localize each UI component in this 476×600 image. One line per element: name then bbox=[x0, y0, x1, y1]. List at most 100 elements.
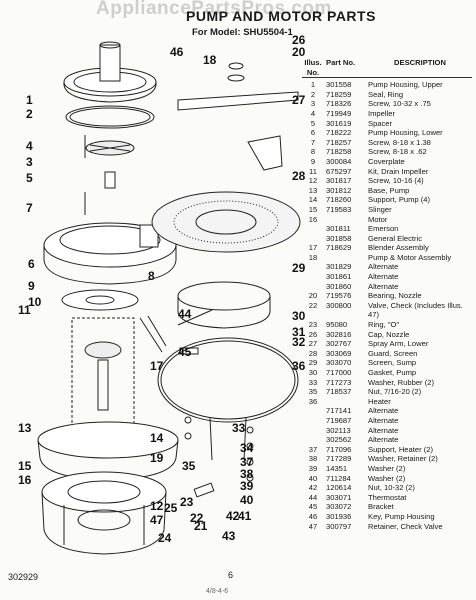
illus-no: 23 bbox=[308, 320, 318, 330]
callout-7: 7 bbox=[26, 201, 33, 215]
pump-housing-icon bbox=[63, 41, 157, 103]
callout-5: 5 bbox=[26, 171, 33, 185]
part-no: 718326 bbox=[326, 99, 352, 109]
part-description: Alternate bbox=[368, 435, 399, 445]
illus-no: 37 bbox=[308, 444, 318, 454]
part-no: 301860 bbox=[326, 281, 352, 291]
illus-no: 16 bbox=[308, 214, 318, 224]
callout-16: 16 bbox=[18, 473, 32, 487]
parts-row: 37 717096 Support, Heater (2) bbox=[302, 445, 472, 455]
part-description: Screen, Sump bbox=[368, 358, 417, 368]
part-no: 302816 bbox=[326, 329, 352, 339]
illus-header: Illus. No. bbox=[304, 58, 322, 77]
illus-no: 29 bbox=[308, 358, 318, 368]
part-no: 301619 bbox=[326, 118, 352, 128]
callout-3: 3 bbox=[26, 155, 33, 169]
part-description: Heater bbox=[368, 396, 391, 406]
part-description: Screw, 10-16 (4) bbox=[368, 176, 424, 186]
part-no: 718629 bbox=[326, 243, 352, 253]
callout-46: 46 bbox=[170, 45, 184, 59]
illus-no: 36 bbox=[308, 396, 318, 406]
part-description: Alternate bbox=[368, 415, 399, 425]
part-no: 718222 bbox=[326, 128, 352, 138]
parts-row: 301860 Alternate bbox=[302, 282, 472, 292]
part-no: 301558 bbox=[326, 80, 352, 90]
callout-41: 41 bbox=[238, 509, 252, 523]
footer-code: 4/8-4-6 bbox=[206, 588, 229, 595]
illus-no: 13 bbox=[308, 185, 318, 195]
part-description: Emerson bbox=[368, 224, 399, 234]
illus-no: 1 bbox=[310, 80, 316, 90]
part-no: 303070 bbox=[326, 358, 352, 368]
part-no: 717096 bbox=[326, 444, 352, 454]
part-description: Kit, Drain Impeller bbox=[368, 166, 429, 176]
callout-25: 25 bbox=[164, 501, 178, 515]
impeller-icon bbox=[85, 140, 135, 156]
part-description: Bearing, Nozzle bbox=[368, 291, 422, 301]
part-description: Gasket, Pump bbox=[368, 368, 417, 377]
callout-13: 13 bbox=[18, 421, 32, 435]
illus-no: 38 bbox=[308, 454, 318, 464]
callout-23: 23 bbox=[180, 495, 194, 509]
illus-no: 5 bbox=[310, 118, 316, 128]
part-description: Alternate bbox=[368, 281, 399, 291]
callout-35: 35 bbox=[182, 459, 196, 473]
part-header: Part No. bbox=[326, 58, 356, 67]
illus-no: 2 bbox=[310, 89, 316, 99]
callout-18: 18 bbox=[203, 53, 217, 67]
illus-no: 4 bbox=[310, 108, 316, 118]
part-description: Screw, 8-18 x .62 bbox=[368, 147, 427, 157]
spray-arm-icon bbox=[177, 91, 299, 111]
illus-no bbox=[302, 234, 324, 244]
parts-row: 36 Heater bbox=[302, 397, 472, 407]
illus-no bbox=[302, 282, 324, 292]
part-no: 301812 bbox=[326, 185, 352, 195]
part-description: Slinger bbox=[368, 204, 392, 214]
illus-no: 18 bbox=[308, 252, 318, 262]
illus-no: 28 bbox=[308, 348, 318, 358]
part-no: 719583 bbox=[326, 204, 352, 214]
callout-20: 20 bbox=[292, 45, 306, 59]
part-no: 718258 bbox=[326, 147, 352, 157]
part-description: Cap, Nozzle bbox=[368, 329, 410, 339]
callout-21: 21 bbox=[194, 519, 208, 533]
heater-ring-icon bbox=[157, 337, 299, 461]
part-no: 300797 bbox=[326, 521, 352, 531]
part-no: 301858 bbox=[326, 233, 352, 243]
sump-screen-icon bbox=[151, 191, 301, 253]
part-no: 301829 bbox=[326, 262, 352, 272]
part-description: Support, Heater (2) bbox=[368, 444, 433, 454]
callout-29: 29 bbox=[292, 261, 306, 275]
part-no: 711284 bbox=[326, 473, 351, 483]
part-description: Nut, 10-32 (2) bbox=[368, 483, 415, 493]
illus-no: 27 bbox=[308, 339, 318, 349]
illus-no bbox=[302, 426, 324, 436]
part-description: Ring, "O" bbox=[368, 320, 400, 330]
part-description: Screw, 10-32 x .75 bbox=[368, 99, 431, 109]
part-no bbox=[324, 253, 364, 263]
callout-37: 37 bbox=[240, 455, 254, 469]
part-description: Alternate bbox=[368, 272, 399, 282]
callout-28: 28 bbox=[292, 169, 306, 183]
part-no: 718257 bbox=[326, 137, 352, 147]
illus-no: 12 bbox=[308, 176, 318, 186]
callout-40: 40 bbox=[240, 493, 254, 507]
